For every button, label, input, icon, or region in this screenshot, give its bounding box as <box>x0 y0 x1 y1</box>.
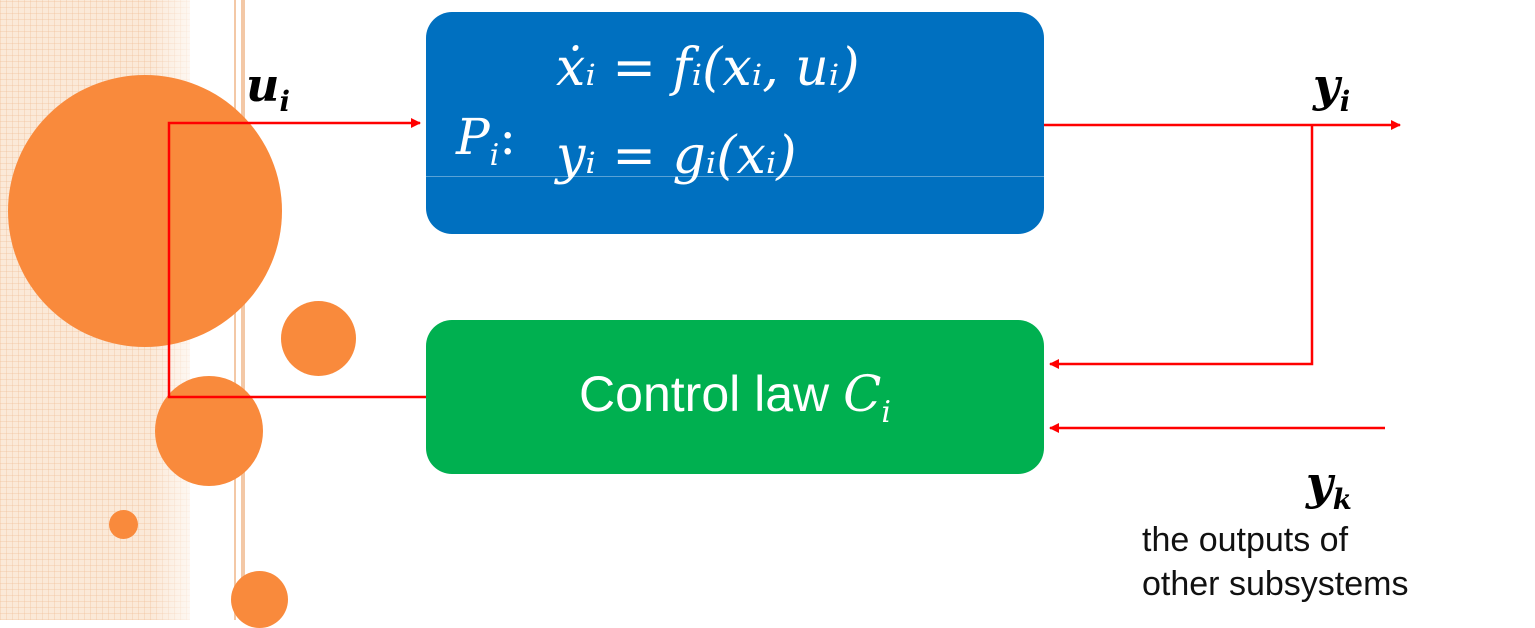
plant-block <box>426 12 1044 234</box>
state-equation: ẋᵢ = fᵢ(xᵢ, uᵢ) <box>556 38 860 98</box>
decorative-small-circle <box>281 301 356 376</box>
external-signal-label: yk <box>1306 456 1352 517</box>
output-signal-label: yi <box>1313 58 1351 119</box>
decorative-medium-circle <box>155 376 263 486</box>
decorative-large-circle <box>8 75 282 347</box>
decorative-vertical-line <box>241 0 245 620</box>
decorative-tiny-circle <box>109 510 138 539</box>
external-signal-description: the outputs of other subsystems <box>1142 518 1408 606</box>
plant-label: Pi: <box>456 108 517 173</box>
plant-divider-line <box>426 176 1044 177</box>
plant-equations: Pi: ẋᵢ = fᵢ(xᵢ, uᵢ) yᵢ = gᵢ(xᵢ) <box>456 30 1036 220</box>
output-feedback-wire <box>1049 125 1314 369</box>
output-equation: yᵢ = gᵢ(xᵢ) <box>556 126 797 186</box>
description-line-1: the outputs of <box>1142 521 1349 559</box>
control-law-block: Control law Ci <box>426 320 1044 474</box>
description-line-2: other subsystems <box>1142 565 1409 603</box>
feedback-wire-to-plant <box>167 118 426 399</box>
input-signal-label: ui <box>246 58 290 119</box>
decorative-small-circle <box>231 571 288 628</box>
control-law-label: Control law Ci <box>579 364 891 430</box>
